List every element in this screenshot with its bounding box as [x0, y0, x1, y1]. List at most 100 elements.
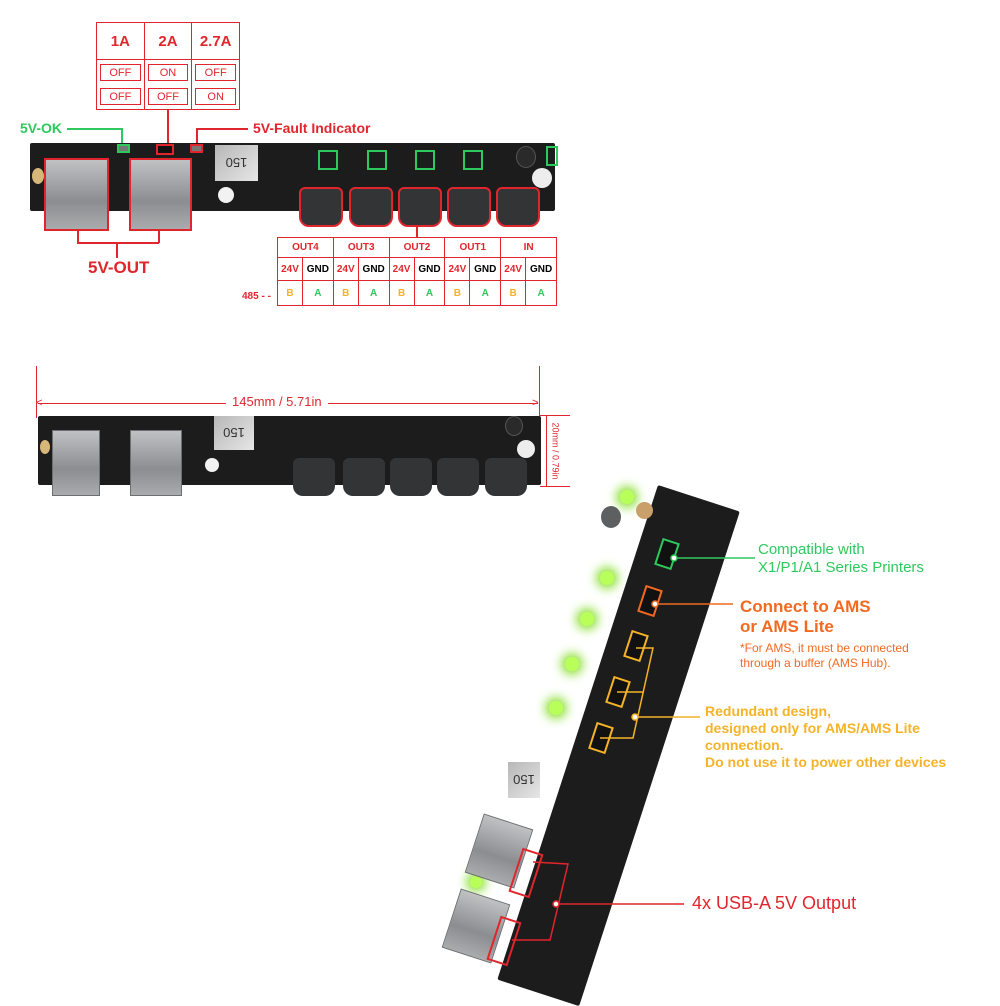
redundant-line2: designed only for AMS/AMS Lite — [705, 720, 920, 736]
callout-compatible-line1: Compatible with — [758, 541, 865, 558]
leader-usb-bracket — [512, 861, 569, 941]
switch-state: OFF — [195, 64, 237, 81]
signal-b: B — [444, 280, 471, 306]
redundant-line1: Redundant design, — [705, 703, 831, 719]
header-1a: 1A — [97, 23, 145, 59]
leader-compatible-dot — [670, 554, 678, 562]
callout-ams-note: *For AMS, it must be connected through a… — [740, 641, 909, 671]
leader-redundant-dot — [631, 713, 639, 721]
led-out2-glow — [580, 612, 594, 626]
usb-port-2 — [129, 158, 192, 231]
header-2-7a: 2.7A — [199, 32, 232, 50]
rs485-row-label: 485 - - — [242, 291, 271, 302]
5v-ok-leader-v — [121, 128, 123, 144]
connector-out1 — [437, 458, 479, 496]
bracket-stem — [116, 242, 118, 258]
switch-state: OFF — [147, 88, 189, 105]
redundant-line3: connection. — [705, 737, 784, 753]
callout-compatible-line2: X1/P1/A1 Series Printers — [758, 559, 924, 576]
switch-col-1a: OFF OFF — [97, 60, 145, 109]
5v-ok-leader-h — [67, 128, 122, 130]
led-out1-glow — [600, 571, 614, 585]
bracket-left — [77, 231, 79, 243]
ams-note-line1: *For AMS, it must be connected — [740, 641, 909, 655]
fault-leader-v — [196, 128, 198, 144]
electrolytic-capacitor — [601, 506, 621, 528]
usb-port-2 — [130, 430, 182, 496]
pin-gnd: GND — [525, 257, 557, 281]
callout-connect-ams: Connect to AMS or AMS Lite — [740, 597, 871, 637]
connector-out2 — [398, 187, 442, 227]
signal-a: A — [301, 280, 334, 306]
fault-leader-h — [196, 128, 248, 130]
connector-in — [485, 458, 527, 496]
led-5v-fault — [190, 144, 203, 153]
led-out3 — [367, 150, 387, 170]
dim-ext-bottom — [540, 486, 570, 487]
connector-in — [496, 187, 540, 227]
dip-switch — [156, 144, 174, 155]
led-5v-ok — [117, 144, 130, 153]
connector-out3 — [349, 187, 393, 227]
label-5v-fault: 5V-Fault Indicator — [253, 120, 371, 136]
callout-redundant: Redundant design, designed only for AMS/… — [705, 703, 946, 771]
switch-col-2a: ON OFF — [145, 60, 193, 109]
callout-compatible: Compatible with X1/P1/A1 Series Printers — [758, 541, 924, 577]
connector-out3 — [343, 458, 385, 496]
led-in — [546, 146, 558, 166]
redundant-line4: Do not use it to power other devices — [705, 754, 947, 770]
signal-a: A — [357, 280, 390, 306]
leader-usb-dot — [552, 900, 560, 908]
signal-a: A — [469, 280, 502, 306]
switch-state: OFF — [100, 88, 141, 105]
led-in-glow — [620, 490, 634, 504]
capacitor — [218, 187, 234, 203]
led-out3-glow — [565, 657, 579, 671]
pin-assignment-table: OUT4 OUT3 OUT2 OUT1 IN 24V GND 24V GND 2… — [277, 237, 557, 306]
signal-a: A — [525, 280, 557, 306]
switch-col-2-7a: OFF ON — [192, 60, 239, 109]
usb-port-1 — [52, 430, 100, 496]
capacitor — [205, 458, 219, 472]
mounting-hole-right — [517, 440, 535, 458]
switch-state: OFF — [100, 64, 141, 81]
callout-ams-line2: or AMS Lite — [740, 617, 834, 636]
switch-leader-line — [167, 110, 169, 143]
pin-table-leader — [416, 227, 418, 237]
arrow-right-icon: > — [532, 397, 539, 409]
electrolytic-capacitor — [516, 146, 536, 168]
usb-port-1 — [44, 158, 109, 231]
signal-b: B — [332, 280, 359, 306]
dim-ext-right — [539, 366, 540, 418]
bracket-bottom — [77, 242, 159, 244]
pin-24v: 24V — [444, 257, 471, 281]
dim-length-label: 145mm / 5.71in — [226, 394, 328, 409]
signal-a: A — [413, 280, 446, 306]
current-switch-table: 1A 2A 2.7A OFF OFF ON OFF OFF ON — [96, 22, 240, 110]
label-5v-out: 5V-OUT — [88, 258, 150, 277]
ams-note-line2: through a buffer (AMS Hub). — [740, 656, 891, 670]
signal-b: B — [500, 280, 527, 306]
led-5v-glow — [470, 876, 482, 888]
led-out4-glow — [549, 701, 563, 715]
led-out1 — [463, 150, 483, 170]
bracket-right — [158, 231, 160, 243]
mounting-hole-right — [532, 168, 552, 188]
leader-ams-dot — [651, 600, 659, 608]
dim-ext-top — [540, 415, 570, 416]
connector-out4 — [293, 458, 335, 496]
dim-ext-left — [36, 366, 37, 418]
switch-state: ON — [195, 88, 237, 105]
signal-b: B — [277, 280, 303, 306]
led-out4 — [318, 150, 338, 170]
mounting-hole — [32, 168, 44, 184]
header-2a: 2A — [145, 23, 193, 59]
signal-b: B — [388, 280, 415, 306]
arrow-left-icon: < — [36, 397, 43, 409]
switch-table-header: 1A 2A 2.7A — [97, 23, 239, 60]
dim-line-height — [546, 416, 547, 486]
leader-redundant-bracket — [600, 647, 654, 739]
led-out2 — [415, 150, 435, 170]
label-5v-ok: 5V-OK — [20, 120, 63, 136]
